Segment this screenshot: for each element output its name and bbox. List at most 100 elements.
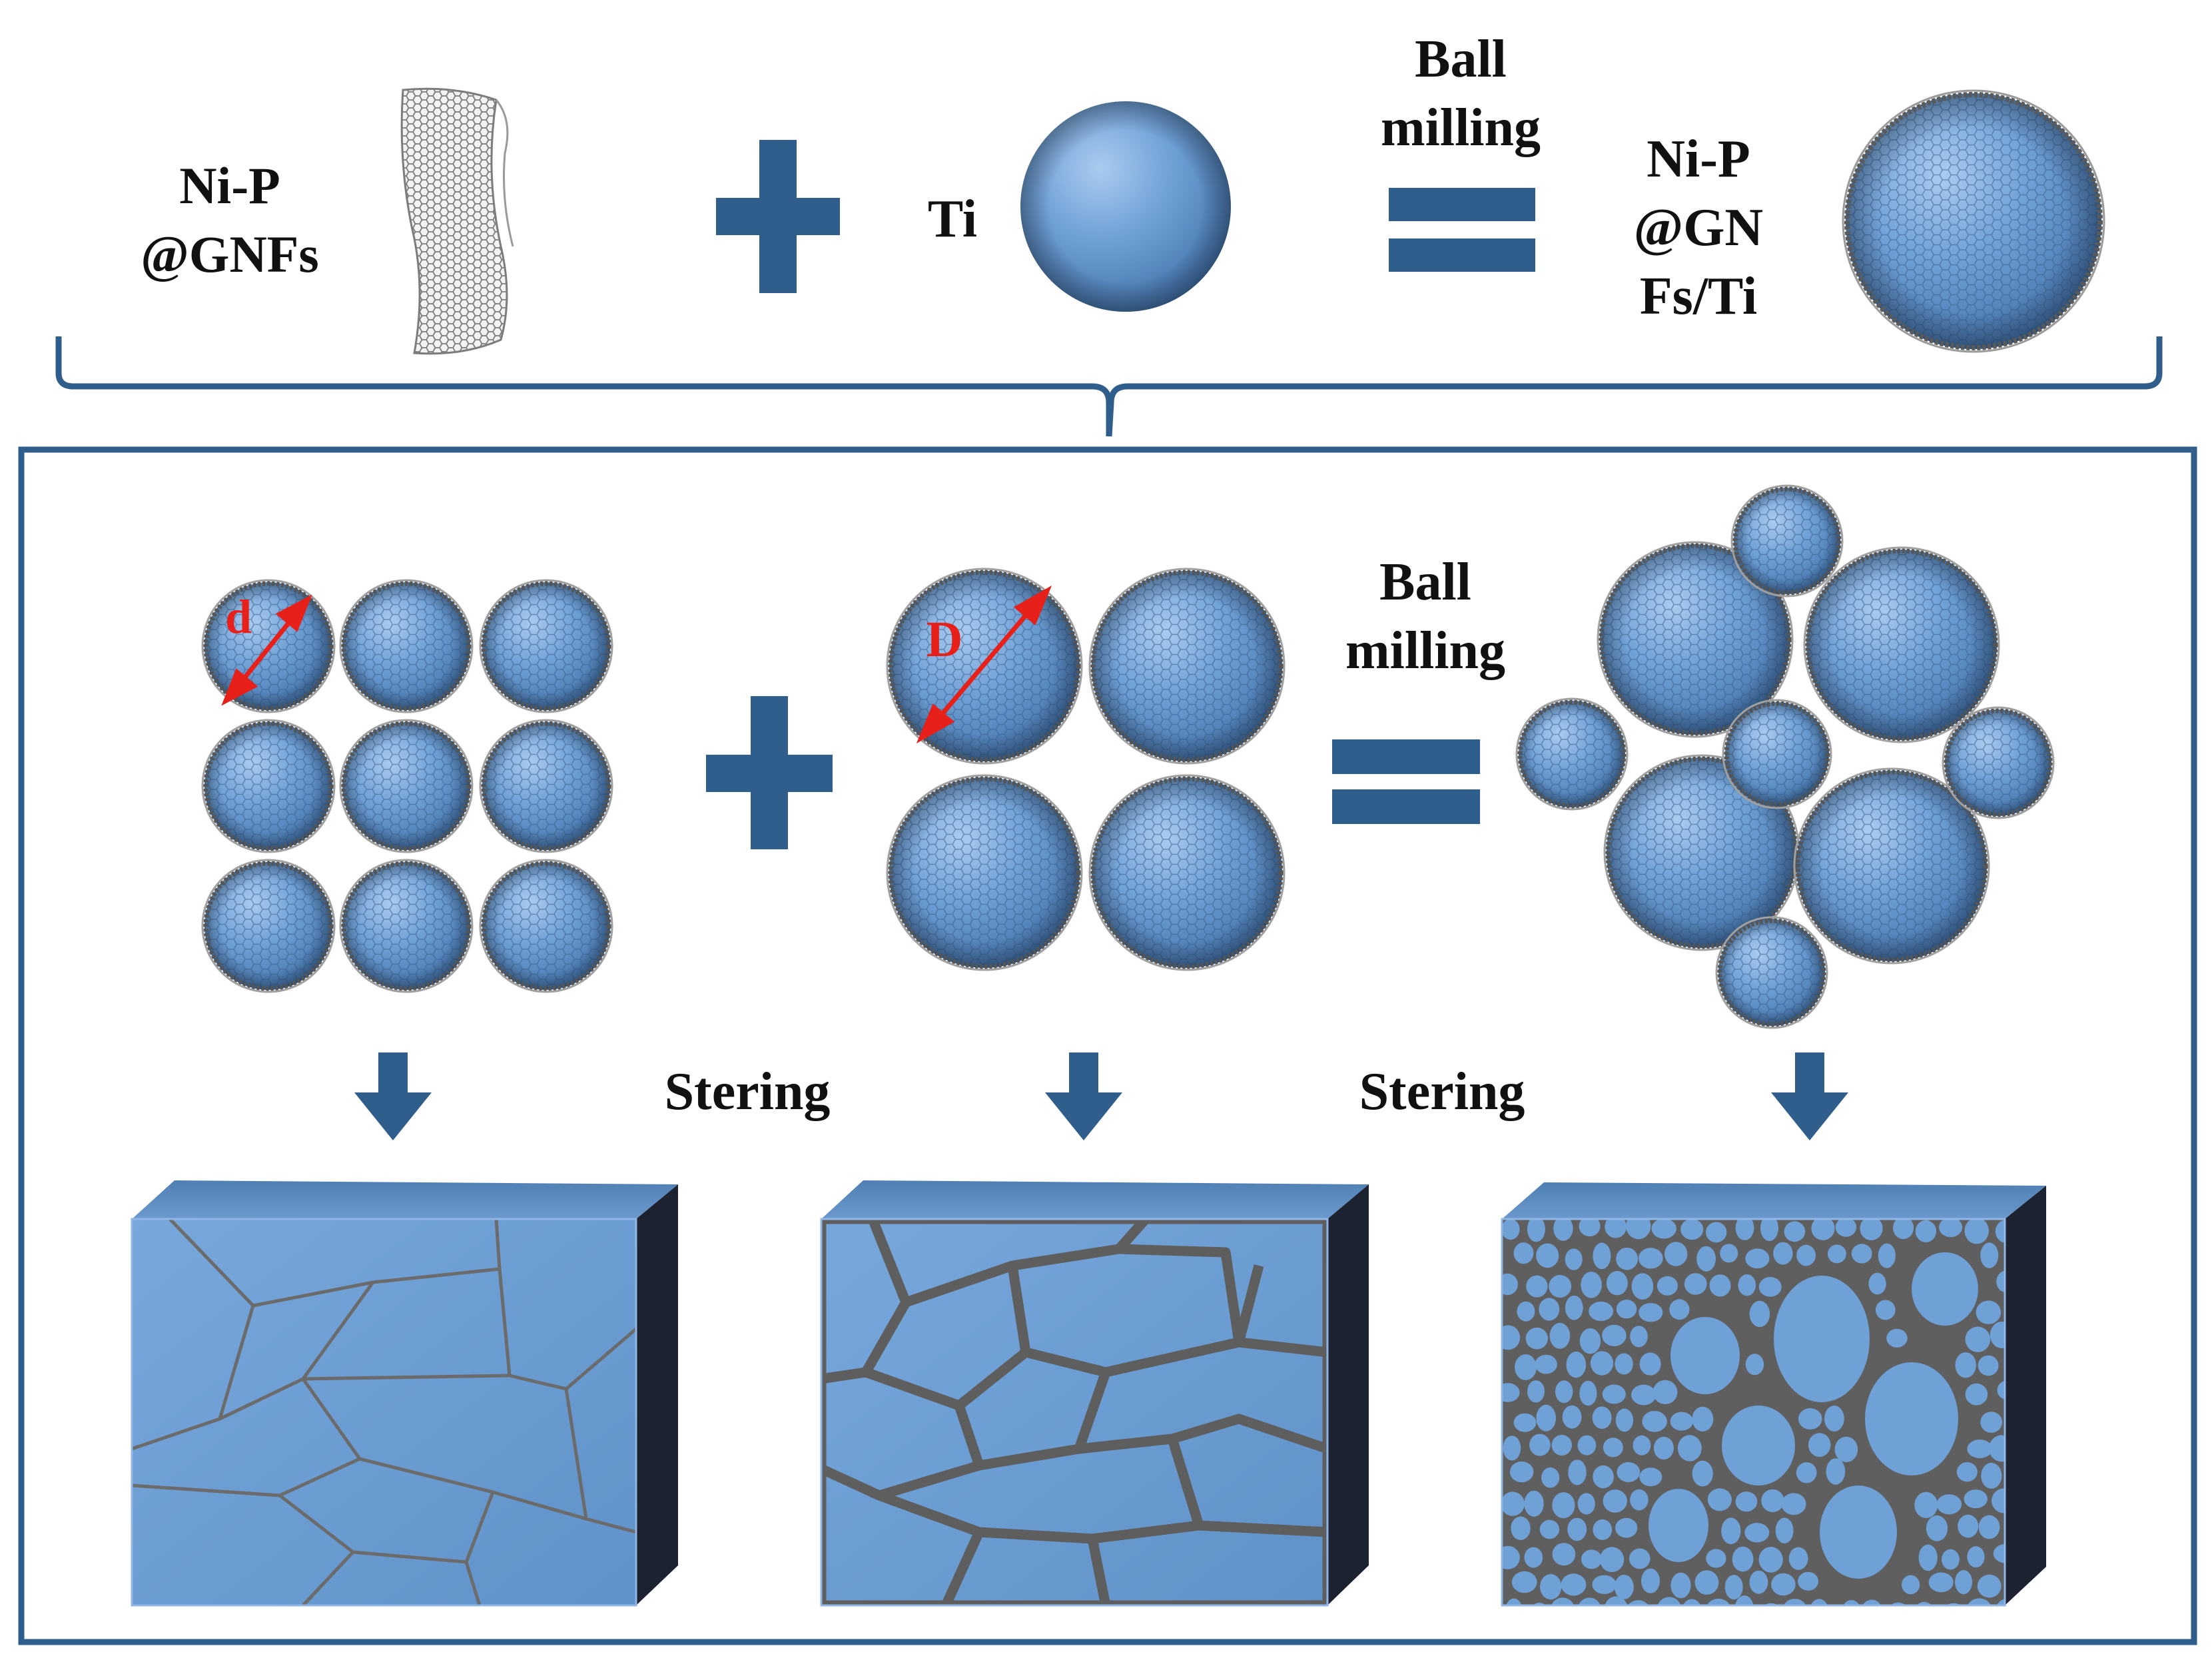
grain-cell xyxy=(1593,1465,1614,1489)
grain-cell xyxy=(1942,1549,1960,1570)
grain-cell xyxy=(1590,1351,1614,1376)
grain-cell xyxy=(1539,1519,1560,1539)
grain-cell xyxy=(1761,1489,1784,1513)
grain-cell xyxy=(1562,1405,1582,1429)
grain-cell xyxy=(1796,1244,1816,1266)
grain-cell xyxy=(1629,1548,1651,1569)
grain-cell xyxy=(1641,1568,1660,1593)
grain-cell xyxy=(1536,1404,1556,1432)
grain-cell xyxy=(1758,1277,1782,1297)
grain-cell xyxy=(1511,1571,1537,1593)
coated-particle xyxy=(1722,699,1832,809)
grain-cell xyxy=(1735,1219,1754,1240)
grain-cell xyxy=(1649,1489,1708,1562)
plus-icon xyxy=(706,696,833,849)
grain-cell xyxy=(1505,1598,1523,1605)
grain-cell xyxy=(1745,1354,1764,1376)
grain-cell xyxy=(1536,1243,1559,1268)
grain-cell xyxy=(1553,1219,1573,1241)
coated-particle xyxy=(886,774,1083,971)
grain-cell xyxy=(1989,1435,2005,1462)
grain-cell xyxy=(1965,1383,1988,1406)
grain-cell xyxy=(1526,1275,1548,1298)
grain-cell xyxy=(1706,1549,1726,1568)
plus-icon xyxy=(716,140,840,293)
grain-cell xyxy=(1577,1493,1595,1515)
grain-cell xyxy=(1978,1355,1999,1376)
grain-cell xyxy=(1798,1408,1822,1430)
grain-cell xyxy=(1918,1544,1938,1571)
grain-cell xyxy=(1593,1242,1611,1270)
sintering-label-right: Stering xyxy=(1359,1062,1525,1121)
grain-cell xyxy=(1967,1546,1985,1568)
grain-cell xyxy=(1615,1408,1634,1432)
coated-particle xyxy=(339,719,474,853)
grain-cell xyxy=(1978,1515,2000,1539)
particle-groups xyxy=(201,484,2055,1029)
graphene-nanoflake-icon xyxy=(400,87,514,355)
grain-cell xyxy=(1511,1516,1531,1540)
grain-cell xyxy=(1589,1301,1614,1322)
composite-label-line2: @GN xyxy=(1634,199,1763,257)
sintered-block-medium xyxy=(820,1180,1369,1607)
grain-cell xyxy=(1958,1514,1979,1538)
grain-cell xyxy=(1781,1493,1806,1515)
grain-cell xyxy=(1639,1352,1661,1376)
grain-cell xyxy=(1631,1273,1654,1300)
grain-cell xyxy=(1615,1517,1638,1538)
grain-cell xyxy=(1670,1572,1691,1599)
grain-cell xyxy=(1525,1328,1548,1350)
grain-cell xyxy=(1980,1242,1999,1268)
grain-cell xyxy=(1694,1570,1719,1595)
grain-cell xyxy=(1875,1300,1896,1320)
grain-cell xyxy=(1657,1597,1682,1605)
grain-cell xyxy=(1513,1413,1537,1432)
arrow-down-icon xyxy=(1771,1052,1848,1140)
composite-label-line1: Ni-P xyxy=(1647,130,1750,189)
grain-cell xyxy=(1842,1600,1861,1605)
sphere-icon xyxy=(1020,101,1231,312)
grain-cell xyxy=(1579,1328,1601,1354)
grain-cell xyxy=(1735,1491,1758,1512)
grain-cell xyxy=(1928,1572,1954,1593)
grain-cell xyxy=(1996,1270,2005,1293)
grain-cell xyxy=(1808,1433,1831,1457)
grain-cell xyxy=(1549,1275,1572,1298)
grain-cell xyxy=(1680,1219,1704,1240)
grain-cell xyxy=(1760,1219,1778,1242)
equals-icon xyxy=(1332,739,1480,824)
grain-cell xyxy=(1657,1276,1678,1296)
nip-gnfs-label-line1: Ni-P xyxy=(179,157,280,214)
coated-particle xyxy=(201,719,336,853)
grain-cell xyxy=(1535,1354,1557,1374)
grain-cell xyxy=(1862,1599,1882,1605)
grain-cell xyxy=(1824,1406,1844,1432)
grain-cell xyxy=(1826,1458,1846,1485)
grain-cell xyxy=(1720,1244,1738,1263)
grain-cell xyxy=(1529,1434,1551,1456)
grain-cell xyxy=(1513,1242,1534,1264)
grain-cell xyxy=(1744,1523,1770,1543)
grain-cell xyxy=(1616,1300,1637,1319)
grain-cell xyxy=(1981,1462,2002,1489)
coated-particle xyxy=(339,859,474,993)
grain-cell xyxy=(1517,1301,1535,1322)
grain-cell xyxy=(1964,1489,1988,1509)
ball-milling-mid-line2: milling xyxy=(1345,621,1505,680)
grain-cell xyxy=(1502,1219,1520,1240)
sintered-block-fine xyxy=(1501,1182,2046,1607)
grain-cell xyxy=(1993,1543,2005,1563)
grain-cell xyxy=(1602,1384,1626,1404)
grain-cell xyxy=(1566,1352,1587,1378)
grain-cell xyxy=(1605,1219,1627,1238)
grain-cell xyxy=(1626,1600,1651,1605)
grain-cell xyxy=(1681,1599,1702,1605)
grain-cell xyxy=(1561,1573,1587,1596)
grain-cell xyxy=(1724,1575,1743,1600)
grain-cell xyxy=(1936,1494,1962,1515)
large-diameter-label: D xyxy=(926,612,963,667)
grain-cell xyxy=(1567,1517,1587,1541)
grain-cell xyxy=(1631,1384,1657,1406)
grain-cell xyxy=(1902,1575,1920,1595)
grain-cell xyxy=(1784,1221,1806,1242)
